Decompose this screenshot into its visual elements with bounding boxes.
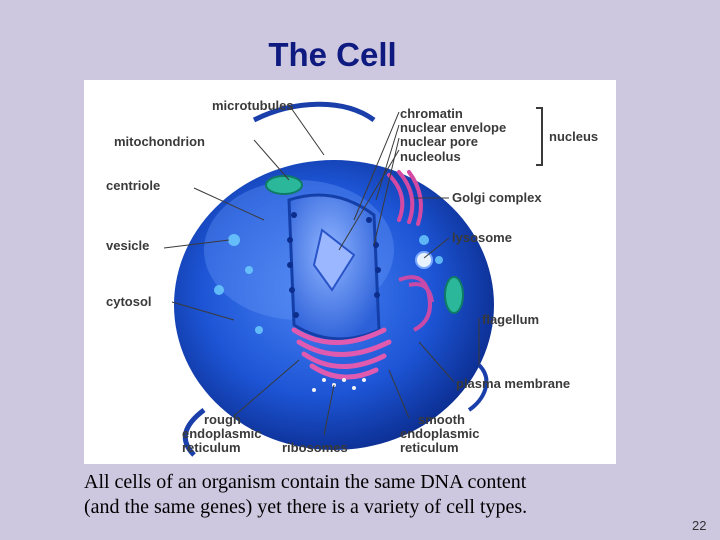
label-nuclear-envelope: nuclear envelope	[400, 120, 506, 135]
flagellum-strand	[182, 408, 206, 457]
label-ribosomes: ribosomes	[282, 440, 348, 455]
flagellum-strand	[252, 101, 376, 123]
mitochondrion	[444, 276, 464, 314]
label-vesicle: vesicle	[106, 238, 149, 253]
flagellum-strand	[467, 363, 489, 412]
label-nucleolus: nucleolus	[400, 149, 461, 164]
leader-lines	[163, 104, 480, 436]
label-cytosol: cytosol	[106, 294, 152, 309]
label-nucleus: nucleus	[549, 129, 598, 144]
nucleolus	[312, 228, 356, 292]
label-smooth-er-1: smooth	[418, 412, 465, 427]
nucleus-bracket	[536, 107, 543, 166]
label-flagellum: flagellum	[482, 312, 539, 327]
smooth-er	[398, 275, 434, 332]
caption-line-1: All cells of an organism contain the sam…	[84, 471, 527, 493]
vesicles	[214, 234, 443, 334]
label-smooth-er-3: reticulum	[400, 440, 459, 455]
slide-caption: All cells of an organism contain the sam…	[84, 470, 644, 520]
slide-number: 22	[692, 518, 707, 533]
lysosome	[415, 251, 433, 269]
label-lysosome: lysosome	[452, 230, 512, 245]
rough-er	[291, 327, 392, 380]
label-rough-er-1: rough	[204, 412, 241, 427]
caption-line-2: (and the same genes) yet there is a vari…	[84, 496, 528, 518]
cell-diagram: microtubules mitochondrion centriole ves…	[84, 80, 616, 464]
cell-illustration: microtubules mitochondrion centriole ves…	[106, 98, 598, 457]
label-rough-er-2: endoplasmic	[182, 426, 261, 441]
label-mitochondrion: mitochondrion	[114, 134, 205, 149]
nuclear-pores	[287, 212, 381, 318]
label-rough-er-3: reticulum	[182, 440, 241, 455]
label-centriole: centriole	[106, 178, 160, 193]
label-nuclear-pore: nuclear pore	[400, 134, 478, 149]
label-golgi-complex: Golgi complex	[452, 190, 542, 205]
label-microtubules: microtubules	[212, 98, 294, 113]
golgi-complex	[387, 170, 423, 226]
label-smooth-er-2: endoplasmic	[400, 426, 479, 441]
mitochondrion	[265, 175, 303, 195]
slide-title: The Cell	[268, 36, 397, 73]
label-plasma-membrane: plasma membrane	[456, 376, 570, 391]
label-chromatin: chromatin	[400, 106, 463, 121]
